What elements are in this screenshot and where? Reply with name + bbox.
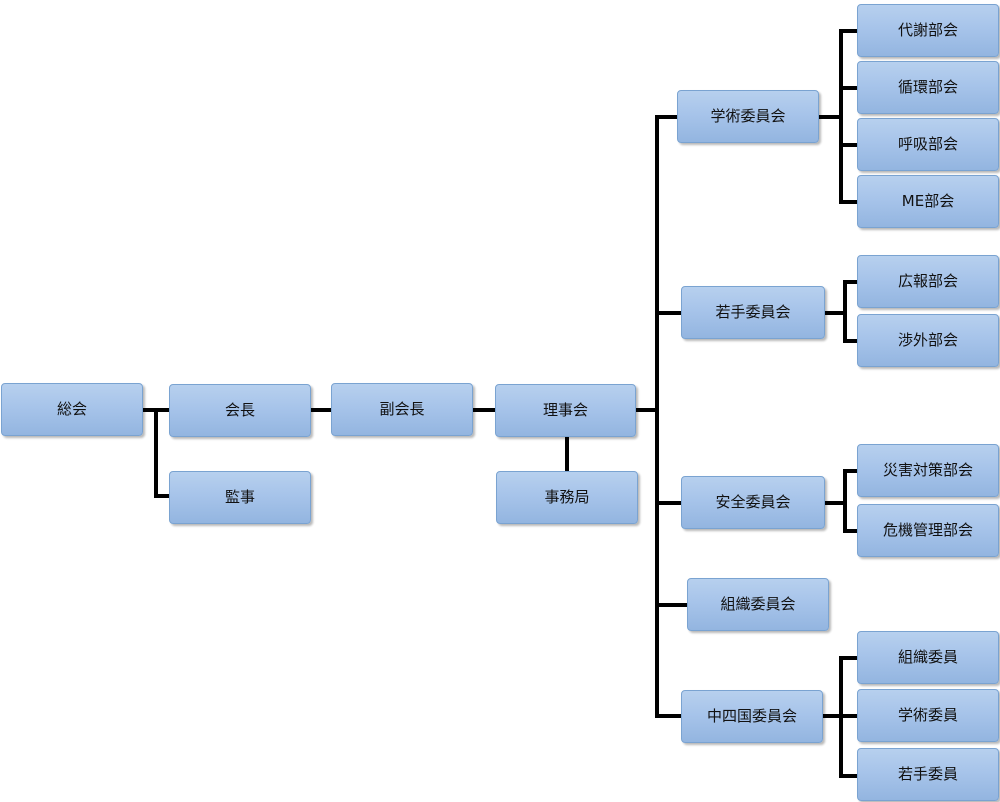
node-board-of-directors: 理事会 xyxy=(495,384,636,437)
node-secretariat: 事務局 xyxy=(496,471,638,524)
node-vice-president: 副会長 xyxy=(331,383,473,436)
node-disaster-countermeasures-section: 災害対策部会 xyxy=(857,444,999,497)
node-organization-member: 組織委員 xyxy=(857,631,999,684)
node-president: 会長 xyxy=(169,384,311,437)
node-organization-committee: 組織委員会 xyxy=(687,578,829,631)
node-chushikoku-committee: 中四国委員会 xyxy=(681,690,823,743)
node-safety-committee: 安全委員会 xyxy=(681,476,825,529)
node-young-member: 若手委員 xyxy=(857,748,999,801)
node-general-assembly: 総会 xyxy=(1,383,143,436)
node-public-relations-section: 広報部会 xyxy=(857,255,999,308)
node-auditor: 監事 xyxy=(169,471,311,524)
node-crisis-management-section: 危機管理部会 xyxy=(857,504,999,557)
node-me-section: ME部会 xyxy=(857,175,999,228)
node-respiration-section: 呼吸部会 xyxy=(857,118,999,171)
node-circulation-section: 循環部会 xyxy=(857,61,999,114)
node-academic-member: 学術委員 xyxy=(857,689,999,742)
node-metabolism-section: 代謝部会 xyxy=(857,4,999,57)
node-young-members-committee: 若手委員会 xyxy=(681,286,825,339)
node-external-affairs-section: 渉外部会 xyxy=(857,314,999,367)
node-academic-committee: 学術委員会 xyxy=(677,90,819,143)
